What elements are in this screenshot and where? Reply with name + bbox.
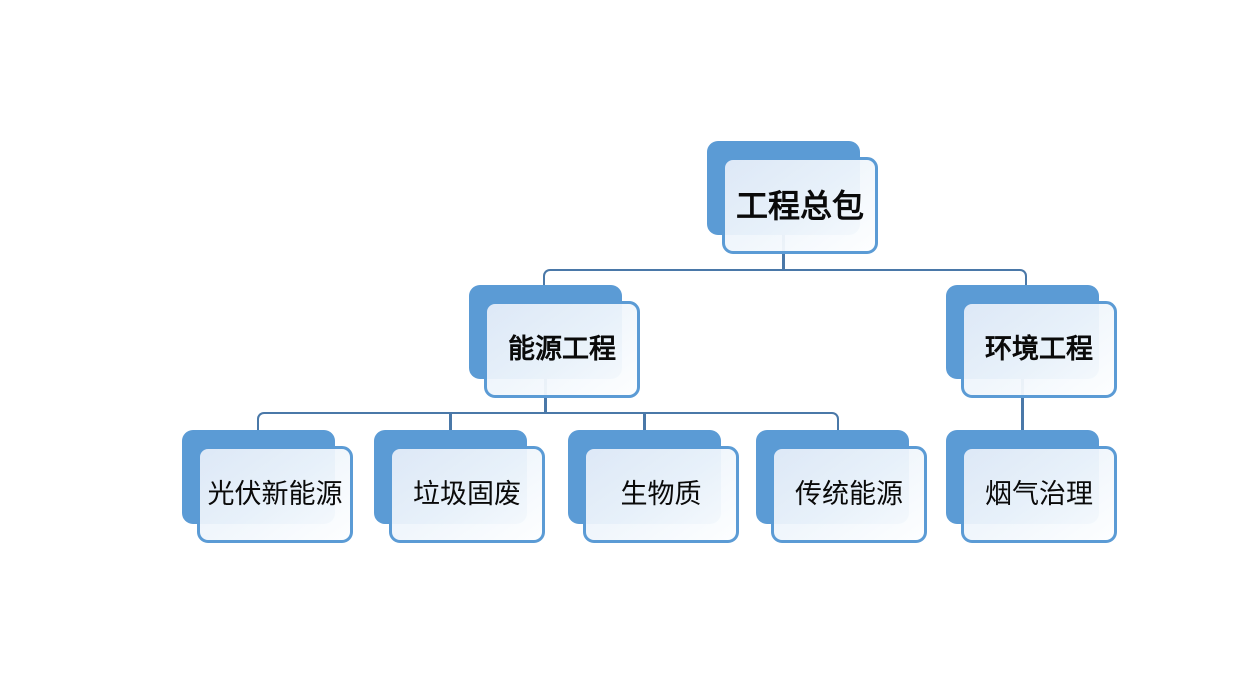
org-node-traditional[interactable]: 传统能源: [756, 430, 928, 544]
node-card: 能源工程: [484, 301, 640, 398]
connector-level2-bracket: [543, 269, 1027, 295]
org-node-flue[interactable]: 烟气治理: [946, 430, 1118, 544]
connector-environment-stem: [1021, 350, 1024, 446]
org-node-environment[interactable]: 环境工程: [946, 285, 1118, 399]
node-label: 烟气治理: [985, 479, 1093, 509]
node-card: 垃圾固废: [389, 446, 545, 543]
node-card: 生物质: [583, 446, 739, 543]
node-label: 环境工程: [985, 334, 1093, 364]
org-node-biomass[interactable]: 生物质: [568, 430, 740, 544]
org-node-pv[interactable]: 光伏新能源: [182, 430, 354, 544]
node-card: 光伏新能源: [197, 446, 353, 543]
node-card: 传统能源: [771, 446, 927, 543]
org-node-root[interactable]: 工程总包: [707, 141, 879, 255]
node-card: 烟气治理: [961, 446, 1117, 543]
node-label: 工程总包: [735, 187, 864, 224]
connector-drop-waste: [449, 412, 452, 432]
node-label: 传统能源: [795, 479, 903, 509]
node-label: 能源工程: [508, 334, 616, 364]
connector-level3-bracket: [257, 412, 839, 435]
node-label: 光伏新能源: [207, 479, 343, 509]
org-node-waste[interactable]: 垃圾固废: [374, 430, 546, 544]
org-node-energy[interactable]: 能源工程: [469, 285, 641, 399]
node-card: 环境工程: [961, 301, 1117, 398]
node-card: 工程总包: [722, 157, 878, 254]
node-label: 生物质: [620, 479, 702, 509]
connector-drop-biomass: [643, 412, 646, 432]
node-label: 垃圾固废: [413, 479, 521, 509]
